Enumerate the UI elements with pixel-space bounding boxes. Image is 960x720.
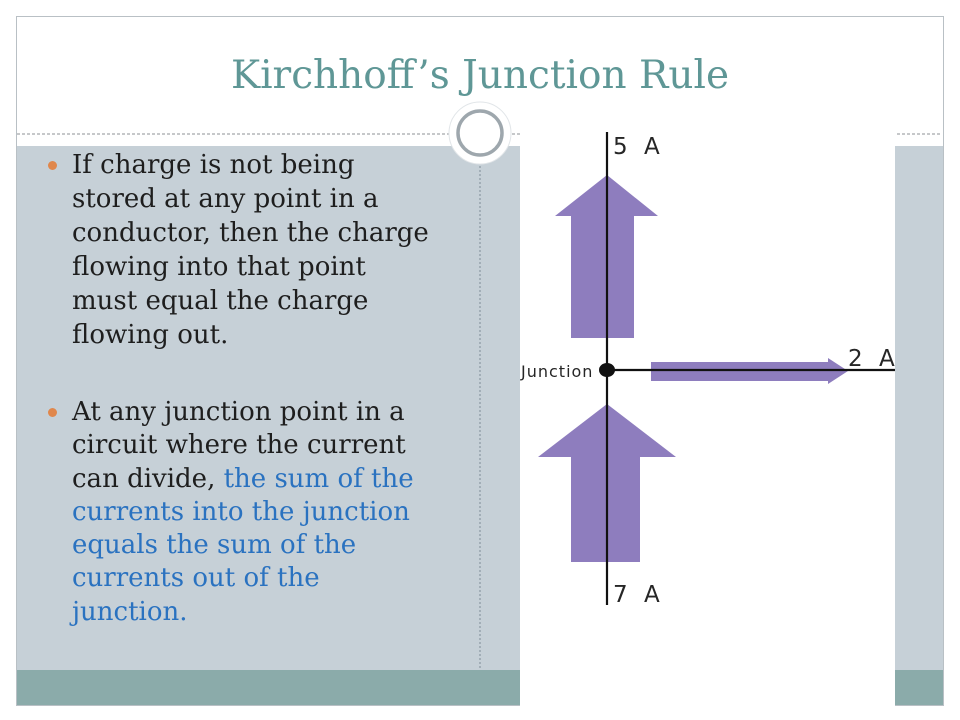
text-line: conductor, then the charge <box>72 218 429 248</box>
text-line: can divide, the sum of the <box>72 463 414 496</box>
slide-frame <box>16 16 944 706</box>
highlighted-line: currents into the junction <box>72 496 410 527</box>
junction-diagram: Junction 5 A 2 A 7 A <box>520 128 895 720</box>
bullet-text: If charge is not being stored at any poi… <box>72 148 429 352</box>
highlighted-line: equals the sum of the <box>72 530 357 561</box>
slide-title: Kirchhoff’s Junction Rule <box>230 53 730 98</box>
junction-label: Junction <box>520 362 593 381</box>
text-line: flowing into that point <box>72 252 366 282</box>
current-label-top: 5 A <box>613 134 664 160</box>
bullet-marker <box>48 408 57 417</box>
text-line: stored at any point in a <box>72 184 379 214</box>
bullet-text: At any junction point in a circuit where… <box>72 396 414 629</box>
bullet-marker <box>48 161 57 170</box>
current-label-right: 2 A <box>848 346 895 372</box>
highlighted-line: junction. <box>72 596 188 627</box>
highlighted-segment: the sum of the <box>223 463 414 494</box>
current-label-bottom: 7 A <box>613 582 664 608</box>
text-line: flowing out. <box>72 320 229 350</box>
junction-diagram-figure: Junction 5 A 2 A 7 A <box>520 132 895 608</box>
text-line: If charge is not being <box>72 150 355 180</box>
junction-dot <box>599 363 615 377</box>
text-line: At any junction point in a <box>72 397 405 427</box>
text-line: circuit where the current <box>72 430 406 461</box>
text-segment: can divide, <box>72 463 216 494</box>
highlighted-line: currents out of the <box>72 563 320 594</box>
text-line: must equal the charge <box>72 286 369 316</box>
